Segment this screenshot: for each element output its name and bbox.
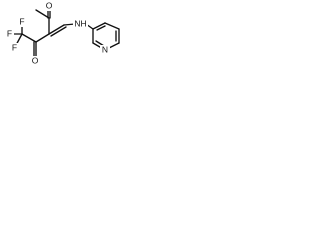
amine-label: NH — [74, 18, 86, 28]
f-left-bg — [5, 29, 14, 39]
pyridine-nitrogen-label: N — [102, 44, 108, 54]
nh-bg — [73, 19, 88, 29]
fluorine-left-label: F — [7, 28, 12, 38]
oxygen-top-label: O — [46, 0, 53, 10]
f-top-bg — [17, 17, 27, 27]
fluorine-top-label: F — [19, 16, 24, 26]
label-background-layer — [5, 1, 110, 66]
bond-c3-c5 — [35, 33, 50, 43]
bond-c5-cf3 — [21, 33, 37, 43]
ring-bond-2 — [104, 22, 120, 30]
oxygen-bottom-label: O — [32, 55, 39, 65]
molecule-diagram: F F F O O NH N — [0, 0, 144, 80]
n-ring-bg — [100, 45, 110, 55]
fluorine-bottom-label: F — [12, 42, 17, 52]
bond-c3-c4-b — [50, 26, 67, 37]
f-bottom-bg — [10, 43, 19, 53]
atom-label-layer: F F F O O NH N — [7, 0, 108, 65]
o-bottom-bg — [30, 56, 40, 66]
ring-double-1 — [96, 25, 106, 31]
bond-c3-c4-a — [48, 24, 65, 35]
bond-c1-c2 — [35, 9, 50, 19]
chemical-structure: F F F O O NH N — [5, 0, 120, 66]
ring-bond-1 — [92, 22, 106, 30]
o-top-bg — [44, 1, 54, 11]
